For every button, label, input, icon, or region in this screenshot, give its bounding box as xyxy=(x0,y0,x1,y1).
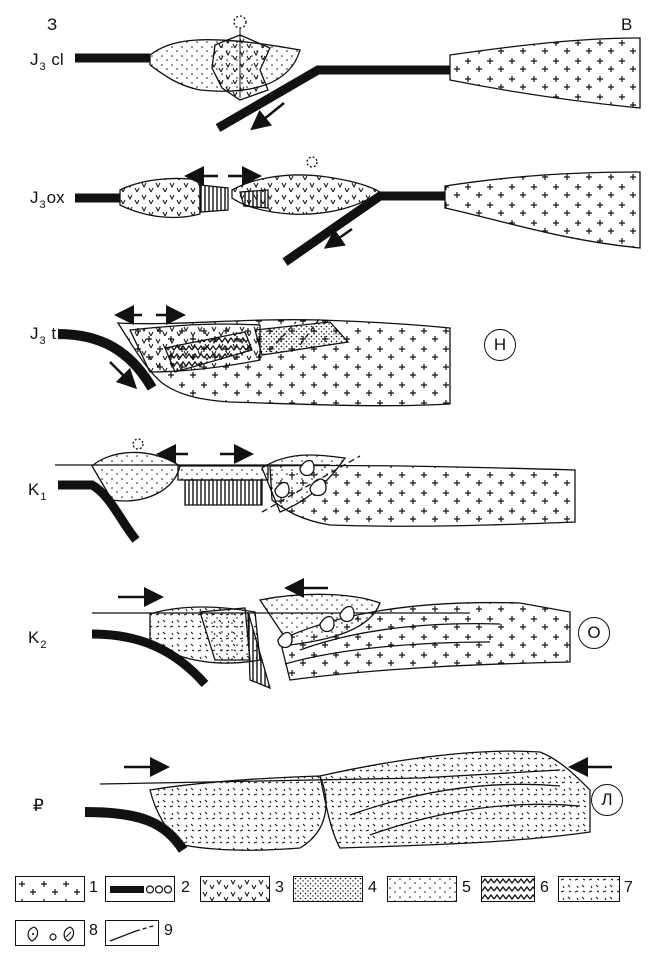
stage-label: K2 xyxy=(28,628,47,648)
legend-number: 9 xyxy=(164,922,173,940)
legend-swatch-drops xyxy=(15,920,85,946)
stage-label: J3ox xyxy=(30,188,65,208)
stage-label: ₽ xyxy=(33,796,44,816)
legend-number: 7 xyxy=(624,879,633,897)
section-j3ox xyxy=(75,157,640,262)
legend-swatch-zigzag xyxy=(481,876,535,902)
circled-label: Л xyxy=(591,784,623,816)
section-j3t xyxy=(58,315,450,406)
legend-number: 4 xyxy=(368,879,377,897)
section-k2 xyxy=(92,588,570,688)
circled-label: О xyxy=(578,617,610,649)
legend-number: 6 xyxy=(540,879,549,897)
legend-swatch-sparse-dots xyxy=(387,876,457,902)
west-label: З xyxy=(47,15,57,35)
stage-label: J3 cl xyxy=(30,50,64,70)
legend-number: 2 xyxy=(181,879,190,897)
section-k1 xyxy=(55,439,575,540)
legend-number: 8 xyxy=(89,922,98,940)
legend-number: 3 xyxy=(275,879,284,897)
legend-number: 1 xyxy=(89,879,98,897)
stage-label: K1 xyxy=(28,480,47,500)
legend-swatch-bar-circles xyxy=(105,876,175,902)
section-j3cl xyxy=(75,16,640,128)
stage-label: J3 t xyxy=(30,324,56,344)
circled-label: Н xyxy=(484,329,516,361)
legend-swatch-dense-dots xyxy=(293,876,363,902)
legend-swatch-crosses xyxy=(15,876,85,902)
legend-swatch-v-marks xyxy=(200,876,270,902)
legend-swatch-line-dashed xyxy=(105,920,159,946)
legend-swatch-dashes xyxy=(558,876,620,902)
legend-number: 5 xyxy=(462,879,471,897)
section-p xyxy=(85,751,612,850)
east-label: В xyxy=(621,15,632,35)
